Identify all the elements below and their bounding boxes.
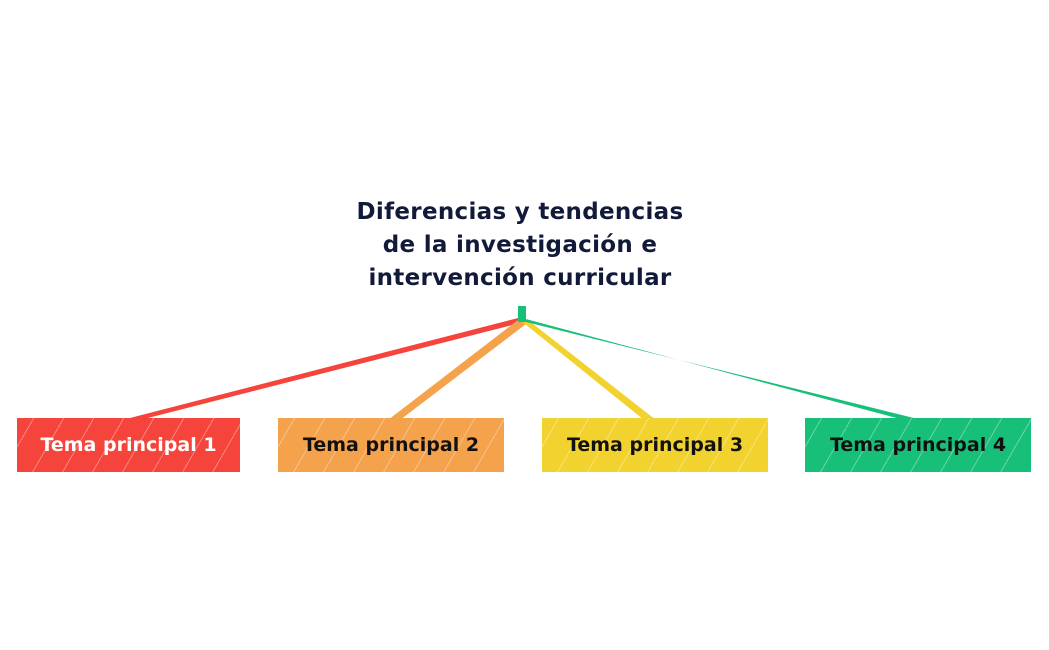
connector-topic-1 — [122, 318, 524, 420]
central-topic-line-2: de la investigación e — [382, 232, 658, 258]
topic-node-3[interactable]: Tema principal 3 — [542, 418, 768, 472]
central-topic-line-3: intervención curricular — [368, 265, 672, 291]
connector-topic-3 — [520, 320, 656, 420]
central-topic[interactable]: Diferencias y tendencias de la investiga… — [340, 196, 700, 295]
connector-topic-2 — [388, 320, 526, 420]
topic-label-4: Tema principal 4 — [829, 434, 1007, 456]
topic-label-3: Tema principal 3 — [566, 434, 744, 456]
topic-node-1[interactable]: Tema principal 1 — [17, 418, 240, 472]
topic-node-2[interactable]: Tema principal 2 — [278, 418, 504, 472]
central-node-anchor — [518, 306, 526, 322]
topic-node-4[interactable]: Tema principal 4 — [805, 418, 1031, 472]
topic-label-1: Tema principal 1 — [40, 434, 217, 456]
topic-label-2: Tema principal 2 — [302, 434, 480, 456]
central-topic-line-1: Diferencias y tendencias — [356, 199, 684, 225]
